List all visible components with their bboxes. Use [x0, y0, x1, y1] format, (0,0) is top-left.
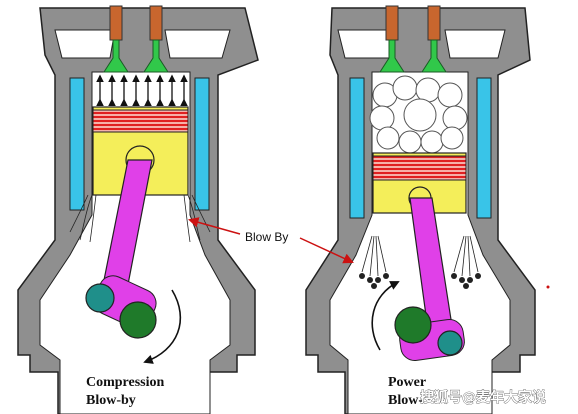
right-coolant-jacket-l	[350, 78, 364, 218]
left-crank-pin	[86, 284, 114, 312]
left-coolant-jacket-l	[70, 78, 84, 210]
left-piston-rings	[93, 110, 188, 132]
left-engine	[18, 6, 258, 414]
blow-by-label: Blow By	[245, 230, 288, 244]
right-crank-pin	[438, 331, 462, 355]
decorative-dot	[547, 286, 550, 289]
right-engine	[306, 6, 535, 414]
left-caption-line1: Compression	[86, 375, 165, 390]
right-coolant-jacket-r	[477, 78, 491, 218]
right-caption-line2: Blow-	[388, 393, 423, 408]
left-coolant-jacket-r	[195, 78, 209, 210]
watermark: 搜狐号@麦年大家说	[420, 389, 546, 406]
left-intake-port	[55, 30, 115, 58]
left-crankshaft	[120, 302, 156, 338]
right-caption-line1: Power	[388, 375, 426, 390]
right-piston-rings	[373, 156, 466, 180]
right-valve-spring-1	[386, 6, 398, 40]
right-exhaust-port	[445, 30, 505, 58]
right-crankshaft	[395, 307, 431, 343]
left-valve-spring-1	[110, 6, 122, 40]
left-caption-line2: Blow-by	[86, 393, 136, 408]
left-exhaust-port	[165, 30, 230, 58]
left-valve-spring-2	[150, 6, 162, 40]
right-valve-spring-2	[428, 6, 440, 40]
combustion-cloud-icon	[370, 76, 467, 153]
